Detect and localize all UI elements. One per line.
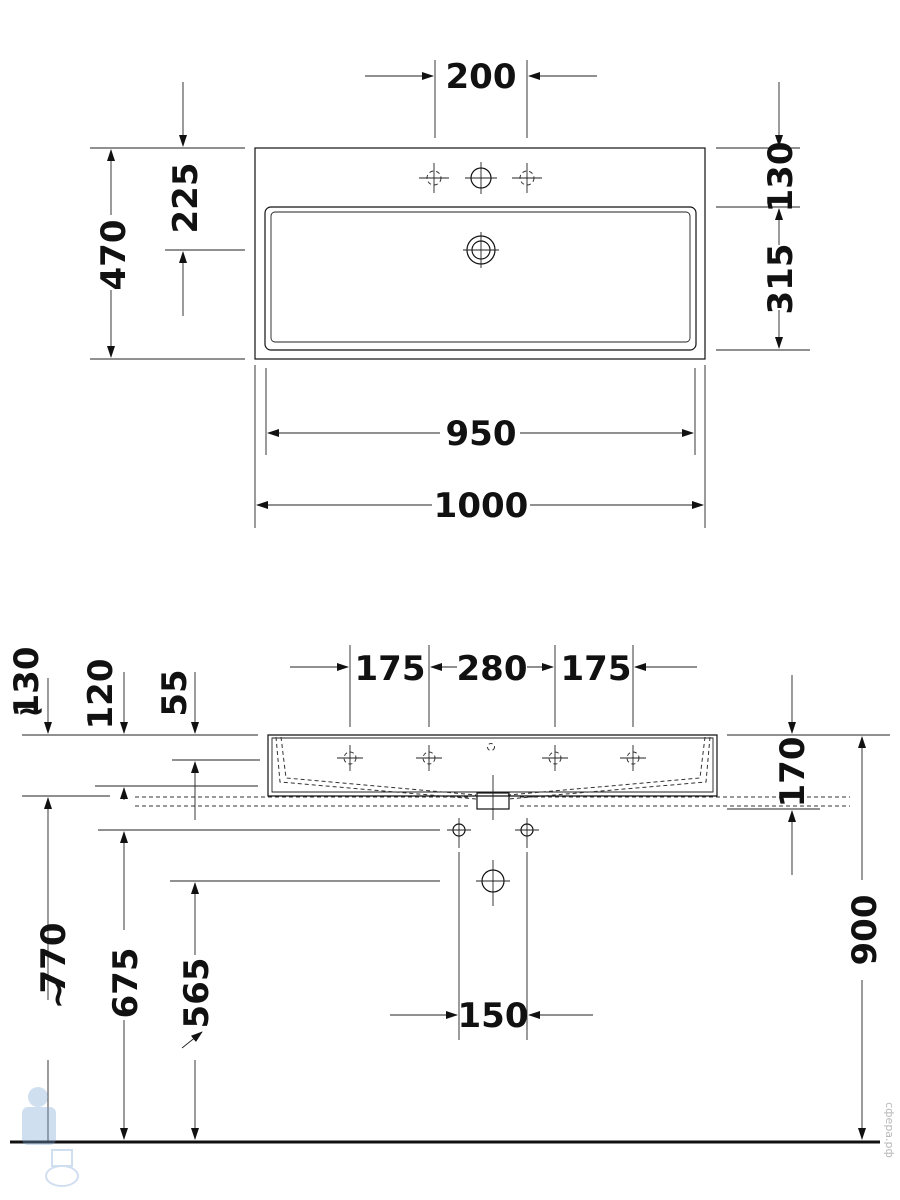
basin-outline-top — [254, 147, 706, 360]
tap-hole-front-1-icon — [337, 745, 363, 771]
approx-770: ~ — [38, 981, 78, 1010]
dim-1000: 1000 — [434, 486, 529, 526]
top-view: 200 470 225 130 315 950 1000 — [90, 57, 810, 528]
dim-130-front: 130 — [7, 647, 47, 718]
dim-675: 675 — [106, 948, 146, 1019]
tap-hole-left-icon — [419, 163, 449, 193]
tap-hole-front-2-icon — [416, 745, 442, 771]
front-view: 175 280 175 130 ~ 120 55 770 ~ 675 565 — [7, 645, 890, 1144]
dim-150: 150 — [458, 996, 529, 1036]
dim-130-top: 130 — [761, 142, 801, 213]
tap-hole-center-icon — [465, 162, 497, 194]
bowl-outline-top — [264, 206, 697, 351]
supply-left-icon — [447, 818, 471, 848]
dim-55: 55 — [155, 669, 195, 716]
waste-outlet-icon — [476, 860, 510, 906]
dim-470: 470 — [94, 220, 134, 291]
watermark-text: сфера.рф — [883, 1102, 896, 1158]
dim-770: 770 — [34, 923, 74, 994]
basin-outline-front — [267, 734, 718, 797]
dim-200: 200 — [446, 57, 517, 97]
dim-280: 280 — [457, 649, 528, 689]
bowl-inner-top — [270, 211, 691, 343]
overflow-hole-icon — [487, 743, 495, 751]
watermark: сфера.рф — [22, 1087, 896, 1187]
dim-175-left: 175 — [355, 649, 426, 689]
dim-225: 225 — [166, 163, 206, 234]
dim-170: 170 — [773, 737, 813, 808]
plumber-logo-icon — [22, 1087, 79, 1187]
approx-130: ~ — [17, 691, 46, 731]
tap-hole-right-icon — [512, 163, 542, 193]
tap-hole-front-3-icon — [542, 745, 568, 771]
drain-icon — [463, 232, 499, 268]
dim-900: 900 — [845, 895, 885, 966]
dim-950: 950 — [446, 414, 517, 454]
dim-175-right: 175 — [561, 649, 632, 689]
dim-565: 565 — [177, 958, 217, 1029]
supply-right-icon — [515, 818, 539, 848]
tap-hole-front-4-icon — [620, 745, 646, 771]
dim-120: 120 — [81, 659, 121, 730]
dim-315: 315 — [761, 244, 801, 315]
